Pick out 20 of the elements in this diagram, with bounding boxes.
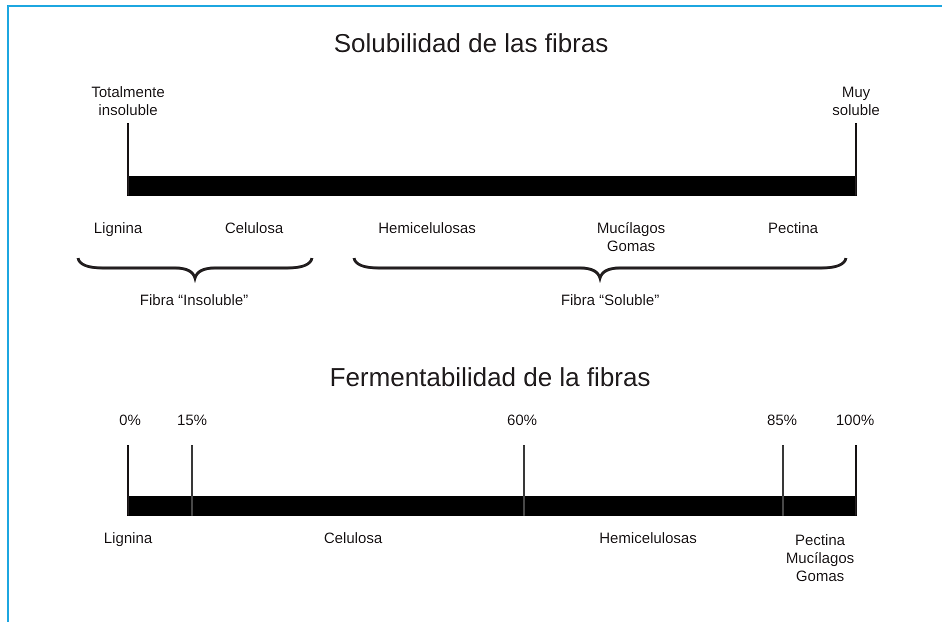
axis-end-label: Muy soluble <box>832 84 880 120</box>
percent-label: 60% <box>506 412 538 430</box>
fiber-label: Celulosa <box>224 220 284 238</box>
percent-label: 0% <box>119 412 141 430</box>
group-label: Fibra “Soluble” <box>560 292 660 310</box>
chart-title: Solubilidad de las fibras <box>332 28 610 59</box>
group-label: Fibra “Insoluble” <box>140 292 248 310</box>
percent-label: 15% <box>176 412 208 430</box>
fiber-label: Celulosa <box>324 530 382 548</box>
fiber-label: Lignina <box>94 220 142 238</box>
fiber-label: Mucílagos Gomas <box>596 220 666 256</box>
section-heading: Fermentabilidad de la fibras <box>330 362 650 393</box>
percent-label: 85% <box>766 412 798 430</box>
percent-label: 100% <box>836 412 874 430</box>
fiber-label: Pectina Mucílagos Gomas <box>786 532 854 586</box>
fiber-label: Hemicelulosas <box>599 530 697 548</box>
fiber-label: Lignina <box>104 530 152 548</box>
axis-end-label: Totalmente insoluble <box>91 84 165 120</box>
fiber-label: Hemicelulosas <box>378 220 476 238</box>
fiber-label: Pectina <box>768 220 818 238</box>
